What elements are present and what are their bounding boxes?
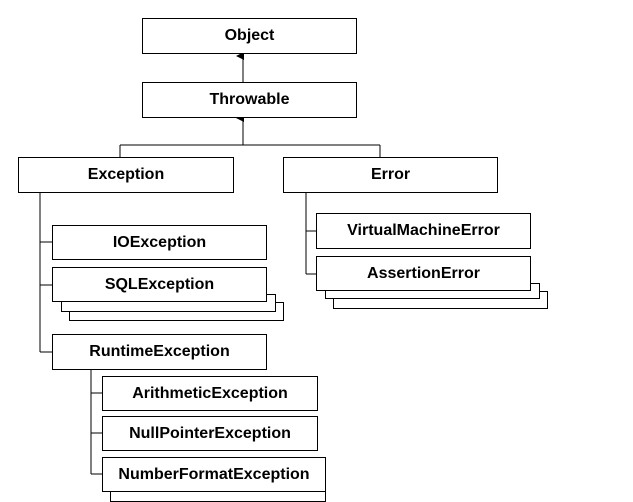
assertion-error-box: AssertionError <box>316 256 531 291</box>
runtime-exception-box: RuntimeException <box>52 334 267 370</box>
virtual-machine-error-box: VirtualMachineError <box>316 213 531 249</box>
number-format-exception-box: NumberFormatException <box>102 457 326 492</box>
exception-box: Exception <box>18 157 234 193</box>
object-box: Object <box>142 18 357 54</box>
throwable-box: Throwable <box>142 82 357 118</box>
null-pointer-exception-box: NullPointerException <box>102 416 318 451</box>
error-box: Error <box>283 157 498 193</box>
sql-exception-box: SQLException <box>52 267 267 302</box>
arithmetic-exception-box: ArithmeticException <box>102 376 318 411</box>
io-exception-box: IOException <box>52 225 267 260</box>
